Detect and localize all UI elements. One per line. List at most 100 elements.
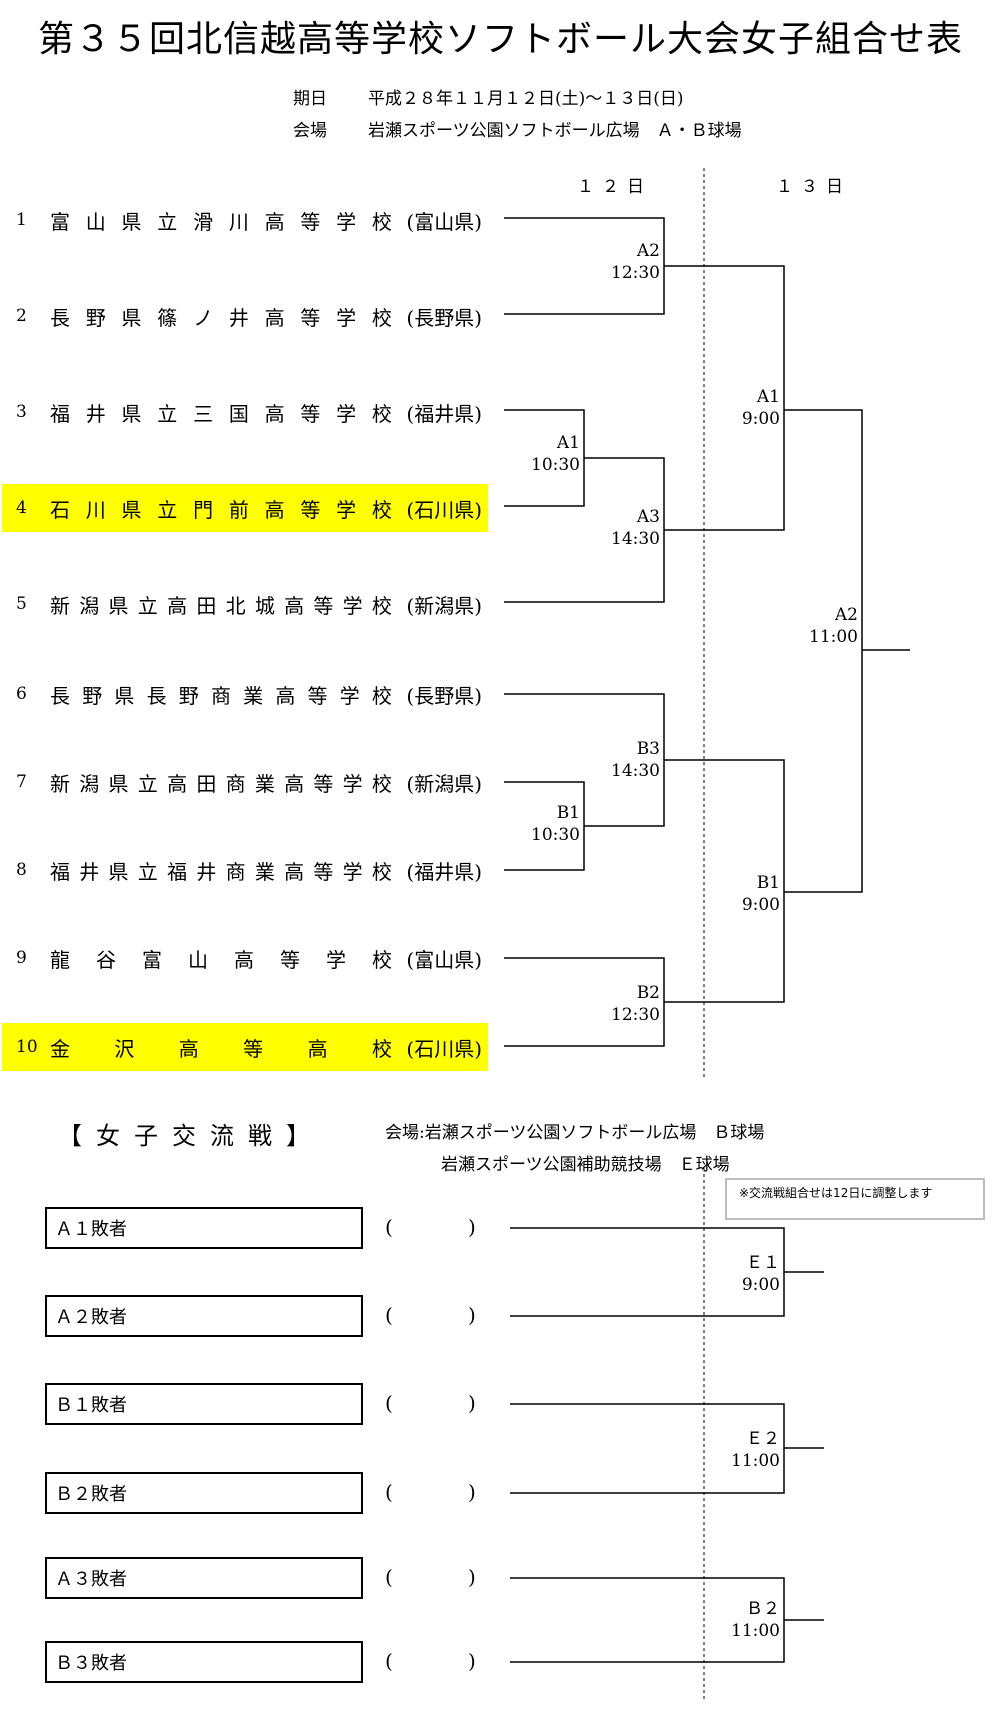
team-name-char: 学 (342, 859, 363, 884)
team-number: 9 (16, 948, 27, 968)
team-name-char: 校 (371, 209, 392, 234)
score-paren-close: ) (468, 1480, 476, 1504)
team-name-char: 井 (85, 401, 106, 426)
team-name-char: 高 (264, 497, 285, 522)
score-paren-close: ) (468, 1649, 476, 1673)
team-name-char: 福 (50, 859, 70, 884)
team-name-char: 等 (280, 947, 300, 972)
team-name-char: 学 (336, 401, 357, 426)
team-name-char: 校 (372, 947, 392, 972)
team-name-char: 石 (50, 497, 70, 522)
score-paren-open: ( (385, 1215, 393, 1239)
exchange-slot: Ｂ１敗者 (45, 1383, 363, 1425)
team-prefecture: (富山県) (406, 947, 482, 972)
team-name-char: 商 (225, 859, 246, 884)
team-name-char: 井 (79, 859, 100, 884)
team-name-char: 高 (234, 947, 254, 972)
score-paren-open: ( (385, 1649, 393, 1673)
team-number: 1 (16, 210, 27, 230)
exchange-venue-1: 会場:岩瀬スポーツ公園ソフトボール広場 Ｂ球場 (385, 1123, 765, 1143)
team-name-char: 等 (307, 683, 328, 708)
team-name: 龍谷富山高等学校 (50, 944, 392, 973)
team-name-char: 等 (313, 859, 334, 884)
team-name-char: 福 (50, 401, 70, 426)
day-header-13: １３日 (776, 177, 851, 197)
team-prefecture: (長野県) (406, 683, 482, 708)
team-number: 3 (16, 402, 27, 422)
team-name-char: 立 (137, 593, 158, 618)
score-paren-open: ( (385, 1565, 393, 1589)
team-name-char: 新 (50, 593, 70, 618)
team-name-char: 井 (228, 305, 249, 330)
bracket-a1-r2 (664, 265, 785, 531)
team-name-char: 三 (193, 401, 214, 426)
team-name-char: 山 (85, 209, 106, 234)
team-name-char: 学 (326, 947, 346, 972)
team-name: 金沢高等高校 (50, 1033, 392, 1062)
team-name-char: 野 (85, 305, 106, 330)
team-name-char: 学 (342, 593, 363, 618)
team-number: 7 (16, 772, 27, 792)
team-name-char: 長 (146, 683, 167, 708)
team-prefecture: (新潟県) (406, 771, 482, 796)
team-number: 2 (16, 306, 27, 326)
team-name-char: 校 (371, 401, 392, 426)
team-number: 6 (16, 684, 27, 704)
team-name-char: 滑 (193, 209, 214, 234)
score-paren-close: ) (468, 1215, 476, 1239)
page-title: 第３５回北信越高等学校ソフトボール大会女子組合せ表 (37, 19, 963, 60)
team-name-char: 高 (167, 771, 188, 796)
team-name-char: 高 (307, 1036, 328, 1061)
team-name-char: 川 (228, 209, 249, 234)
team-name-char: 学 (342, 771, 363, 796)
team-name-char: 県 (121, 497, 142, 522)
team-name: 石川県立門前高等学校 (50, 494, 392, 523)
team-name-char: 潟 (79, 771, 100, 796)
team-name-char: 高 (264, 305, 285, 330)
score-paren-close: ) (468, 1565, 476, 1589)
team-name-char: 校 (371, 593, 392, 618)
team-name-char: 福 (167, 859, 188, 884)
team-name-char: 県 (114, 683, 135, 708)
team-name-char: 商 (225, 771, 246, 796)
date-value: 平成２８年１１月１２日(土)～１３日(日) (368, 89, 684, 109)
team-name-char: 県 (121, 209, 142, 234)
team-name-char: 等 (243, 1036, 264, 1061)
team-name-char: 潟 (79, 593, 100, 618)
exchange-slot: Ａ１敗者 (45, 1207, 363, 1249)
team-name-char: 校 (371, 305, 392, 330)
team-name: 福井県立三国高等学校 (50, 398, 392, 427)
team-name-char: 等 (300, 305, 321, 330)
team-name-char: 山 (188, 947, 208, 972)
team-name-char: 等 (313, 771, 334, 796)
team-name: 新潟県立高田商業高等学校 (50, 768, 392, 797)
team-name-char: 県 (121, 305, 142, 330)
team-number: 4 (16, 498, 27, 518)
team-name-char: 野 (178, 683, 199, 708)
exchange-slot: Ｂ３敗者 (45, 1641, 363, 1683)
team-prefecture: (福井県) (406, 859, 482, 884)
team-name-char: 金 (50, 1036, 70, 1061)
team-name-char: 富 (50, 209, 70, 234)
exchange-slot: Ａ３敗者 (45, 1557, 363, 1599)
team-name-char: 城 (254, 593, 275, 618)
team-name-char: 立 (137, 771, 158, 796)
exchange-slot: Ｂ２敗者 (45, 1472, 363, 1514)
team-name-char: 立 (137, 859, 158, 884)
team-name-char: 田 (196, 771, 217, 796)
team-name-char: 長 (50, 683, 70, 708)
team-name-char: 富 (142, 947, 162, 972)
team-name-char: 等 (313, 593, 334, 618)
